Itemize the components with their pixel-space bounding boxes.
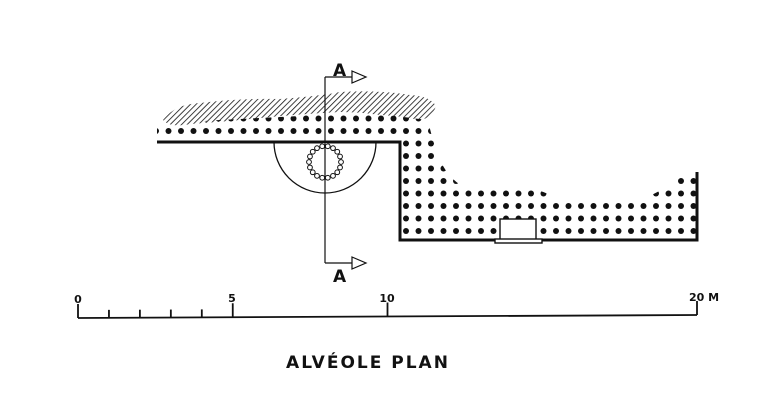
ring-bead [307, 164, 313, 171]
ring-bead [314, 145, 320, 152]
scale-bar [77, 301, 698, 319]
ring-bead [337, 164, 343, 171]
ring-bead [306, 159, 312, 165]
ring-bead [338, 159, 344, 165]
ring-bead [314, 172, 320, 179]
ring-bead [309, 148, 316, 155]
section-line-a-a [324, 70, 368, 270]
ring-bead [334, 169, 341, 176]
ring-bead [334, 148, 341, 155]
scale-label-0: 0 [74, 293, 82, 306]
ring-bead [309, 169, 316, 176]
section-label-top: A [333, 61, 347, 81]
drawing-title: ALVÉOLE PLAN [286, 351, 450, 373]
scale-label-10: 10 [379, 292, 395, 305]
ring-bead [319, 143, 326, 150]
ring-bead [337, 153, 343, 160]
shaft-ring [306, 143, 344, 181]
ring-bead [324, 143, 331, 150]
section-label-bottom: A [333, 267, 347, 287]
scale-label-20m: 20 M [689, 291, 719, 304]
ring-bead [330, 172, 336, 179]
scale-label-5: 5 [228, 292, 236, 305]
ring-bead [330, 145, 336, 152]
gallery-wall-outline [157, 140, 699, 242]
rock-hatch-band [163, 91, 436, 126]
dotted-fill-area [157, 113, 697, 240]
opening-box [494, 218, 543, 244]
ring-bead [319, 174, 326, 181]
ring-bead [307, 153, 313, 160]
ring-bead [324, 174, 331, 181]
